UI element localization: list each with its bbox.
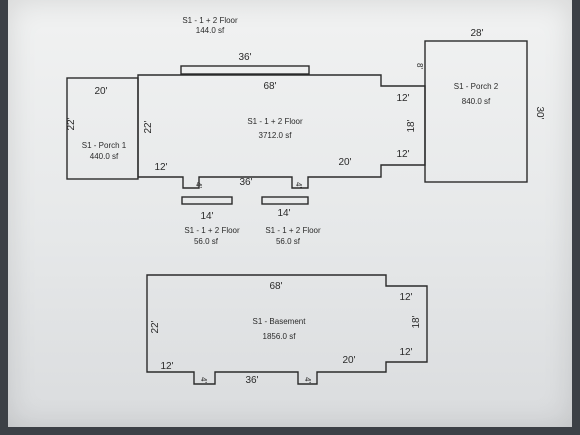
main-floor-name: S1 - 1 + 2 Floor xyxy=(247,117,303,126)
dim-main-12-left: 12' xyxy=(154,162,167,173)
bottom-left-floor-area: 56.0 sf xyxy=(194,237,219,246)
dim-base-bottom-36: 36' xyxy=(245,375,258,386)
basement-area: 1856.0 sf xyxy=(263,332,297,341)
dim-base-right-12-top: 12' xyxy=(399,292,412,303)
dim-base-top-68: 68' xyxy=(269,281,282,292)
bottom-right-floor-area: 56.0 sf xyxy=(276,237,301,246)
dim-main-bottom-36: 36' xyxy=(239,177,252,188)
dim-porch2-30: 30' xyxy=(534,106,545,119)
main-floor-area: 3712.0 sf xyxy=(259,131,293,140)
porch1-area: 440.0 sf xyxy=(90,152,119,161)
dim-main-20: 20' xyxy=(338,157,351,168)
dim-top-36: 36' xyxy=(238,52,251,63)
top-floor-area: 144.0 sf xyxy=(196,26,225,35)
bottom-left-floor-outline xyxy=(181,196,233,205)
dim-base-right-18: 18' xyxy=(411,315,422,328)
dim-base-notch-a: 4' xyxy=(199,377,208,383)
dim-base-left-22: 22' xyxy=(150,320,161,333)
dim-base-12-left: 12' xyxy=(160,361,173,372)
paper-sheet xyxy=(8,0,572,427)
porch2-name: S1 - Porch 2 xyxy=(454,82,499,91)
bottom-right-floor-outline xyxy=(261,196,309,205)
porch2-area: 840.0 sf xyxy=(462,97,491,106)
porch2-outline xyxy=(424,40,528,183)
dim-main-left-22: 22' xyxy=(143,120,154,133)
dim-main-notch-b: 4' xyxy=(294,182,303,188)
dim-porch1-22: 22' xyxy=(66,117,77,130)
dim-main-notch-a: 4' xyxy=(194,182,203,188)
dim-bottom-left-14: 14' xyxy=(200,211,213,222)
top-floor-name: S1 - 1 + 2 Floor xyxy=(182,16,238,25)
dim-main-right-small: 8' xyxy=(415,63,424,69)
top-floor-outline xyxy=(180,65,310,75)
dim-porch2-28: 28' xyxy=(470,28,483,39)
dim-porch1-20: 20' xyxy=(94,86,107,97)
dim-base-right-12-bottom: 12' xyxy=(399,347,412,358)
bottom-left-floor-name: S1 - 1 + 2 Floor xyxy=(184,226,240,235)
main-floor-outline xyxy=(137,74,426,189)
dim-base-20: 20' xyxy=(342,355,355,366)
dim-main-right-18: 18' xyxy=(406,119,417,132)
dim-main-top-68: 68' xyxy=(263,81,276,92)
bottom-right-floor-name: S1 - 1 + 2 Floor xyxy=(265,226,321,235)
basement-name: S1 - Basement xyxy=(253,317,307,326)
porch1-name: S1 - Porch 1 xyxy=(82,141,127,150)
dim-base-notch-b: 4' xyxy=(303,377,312,383)
dim-main-right-12-bottom: 12' xyxy=(396,149,409,160)
dim-main-right-12-top: 12' xyxy=(396,93,409,104)
basement-outline xyxy=(146,274,428,385)
dim-bottom-right-14: 14' xyxy=(277,208,290,219)
